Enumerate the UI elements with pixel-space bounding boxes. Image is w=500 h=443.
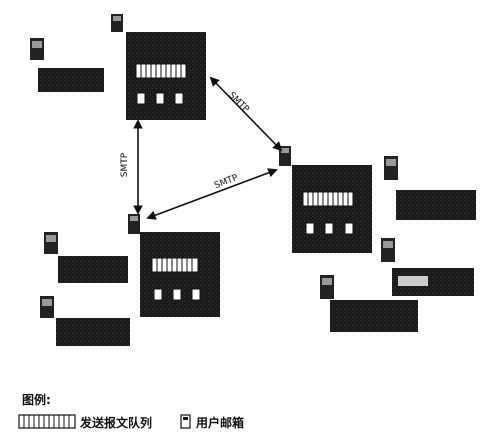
user-agent-right-bottom: [320, 275, 418, 332]
smtp-link-top-right: [209, 76, 283, 152]
server-icon: [128, 214, 140, 234]
legend-mailbox-label: 用户邮箱: [196, 416, 245, 430]
mailbox-icons: [136, 92, 184, 105]
user-agent-right-middle: [381, 238, 474, 296]
legend-queue-icon: [18, 414, 76, 429]
send-queue-icon: [151, 257, 199, 273]
send-queue-icon: [302, 191, 354, 207]
mail-server-bottom-left: [140, 232, 220, 317]
smtp-label-top-right: SMTP: [226, 90, 251, 115]
user-agent-right-top: [384, 156, 476, 220]
legend-title: 图例:: [22, 393, 51, 407]
smtp-link-bottom-right: [146, 168, 278, 220]
send-queue-icon: [135, 63, 187, 79]
server-icon: [111, 14, 123, 32]
mailbox-icons: [153, 288, 201, 301]
mailbox-icons: [305, 222, 354, 235]
user-agent-mid-left: [44, 232, 128, 283]
smtp-label-vertical: SMTP: [120, 152, 130, 177]
user-agent-top-left: [30, 38, 104, 92]
mail-server-top: [126, 32, 206, 120]
legend-mailbox-icon: [180, 414, 191, 429]
mail-server-right: [292, 165, 372, 253]
user-agent-bottom-left: [40, 296, 130, 346]
legend-queue-label: 发送报文队列: [80, 416, 153, 430]
